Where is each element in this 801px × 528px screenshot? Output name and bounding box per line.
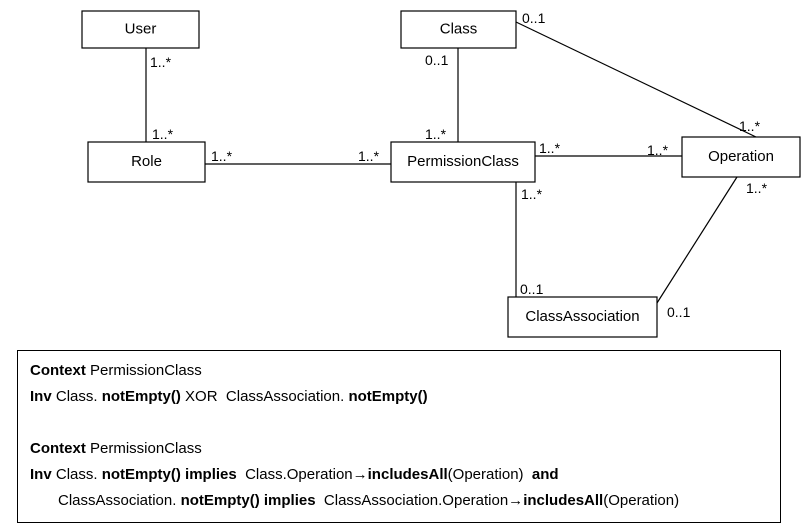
ocl-keyword-context: Context [30, 362, 86, 379]
class-permissionclass-label: PermissionClass [407, 153, 519, 170]
ocl-op-notempty: notEmpty() [180, 492, 260, 509]
class-role: Role [87, 141, 206, 183]
class-diagram: User Class Role PermissionClass Operatio… [81, 10, 801, 338]
class-user-label: User [125, 20, 157, 37]
mult-user-role-role: 1..* [152, 126, 174, 142]
ocl-ref: ClassAssociation.Operation→ [323, 492, 524, 509]
mult-perm-op-perm: 1..* [539, 140, 561, 156]
ocl-keyword-xor: XOR [185, 388, 218, 405]
edge-operation-classassociation [656, 176, 738, 304]
mult-perm-assoc-perm: 1..* [521, 186, 543, 202]
ocl-arg: (Operation) [447, 466, 524, 483]
mult-op-assoc-op: 1..* [746, 180, 768, 196]
class-role-label: Role [131, 153, 162, 170]
class-permissionclass: PermissionClass [390, 141, 536, 183]
mult-perm-assoc-assoc: 0..1 [520, 281, 544, 297]
ocl-keyword-inv: Inv [30, 466, 52, 483]
ocl-keyword-implies: implies [263, 492, 316, 509]
mult-user-role-user: 1..* [150, 54, 172, 70]
class-user: User [81, 10, 200, 49]
mult-op-assoc-assoc: 0..1 [667, 304, 691, 320]
ocl-keyword-implies: implies [185, 466, 237, 483]
ocl-op-notempty: notEmpty() [101, 466, 181, 483]
ocl-ref: ClassAssociation. [225, 388, 345, 405]
ocl-op-includesall: includesAll [523, 492, 604, 509]
mult-class-perm-class: 0..1 [425, 52, 449, 68]
mult-class-perm-perm: 1..* [425, 126, 447, 142]
mult-perm-op-op: 1..* [647, 142, 669, 158]
mult-class-op-class: 0..1 [522, 10, 546, 26]
ocl-c1-inv-line: Inv Class. notEmpty() XOR ClassAssociati… [30, 384, 428, 410]
ocl-context-name: PermissionClass [90, 440, 202, 457]
ocl-context-name: PermissionClass [90, 362, 202, 379]
ocl-ref: Class. [55, 388, 98, 405]
ocl-ref: Class. [55, 466, 98, 483]
mult-role-perm-perm: 1..* [358, 148, 380, 164]
mult-class-op-op: 1..* [739, 118, 761, 134]
class-operation: Operation [681, 136, 801, 178]
ocl-ref: Class.Operation→ [245, 466, 368, 483]
class-operation-label: Operation [708, 148, 774, 165]
ocl-ref: ClassAssociation. [58, 492, 177, 509]
ocl-keyword-and: and [531, 466, 559, 483]
ocl-arg: (Operation) [603, 492, 680, 509]
class-classassociation: ClassAssociation [507, 296, 658, 338]
ocl-op-notempty: notEmpty() [348, 388, 428, 405]
ocl-c2-inv-line: Inv Class. notEmpty() implies Class.Oper… [30, 462, 559, 488]
class-class-label: Class [440, 20, 478, 37]
ocl-c2-continuation-line: ClassAssociation. notEmpty() implies Cla… [58, 488, 679, 514]
ocl-op-notempty: notEmpty() [101, 388, 181, 405]
ocl-op-includesall: includesAll [367, 466, 448, 483]
class-class: Class [400, 10, 517, 49]
class-classassociation-label: ClassAssociation [525, 308, 639, 325]
ocl-c1-context-line: Context PermissionClass [30, 358, 202, 384]
ocl-keyword-inv: Inv [30, 388, 52, 405]
edge-class-operation [515, 21, 757, 138]
ocl-keyword-context: Context [30, 440, 86, 457]
ocl-c2-context-line: Context PermissionClass [30, 436, 202, 462]
mult-role-perm-role: 1..* [211, 148, 233, 164]
ocl-constraints-box: Context PermissionClass Inv Class. notEm… [17, 350, 781, 523]
